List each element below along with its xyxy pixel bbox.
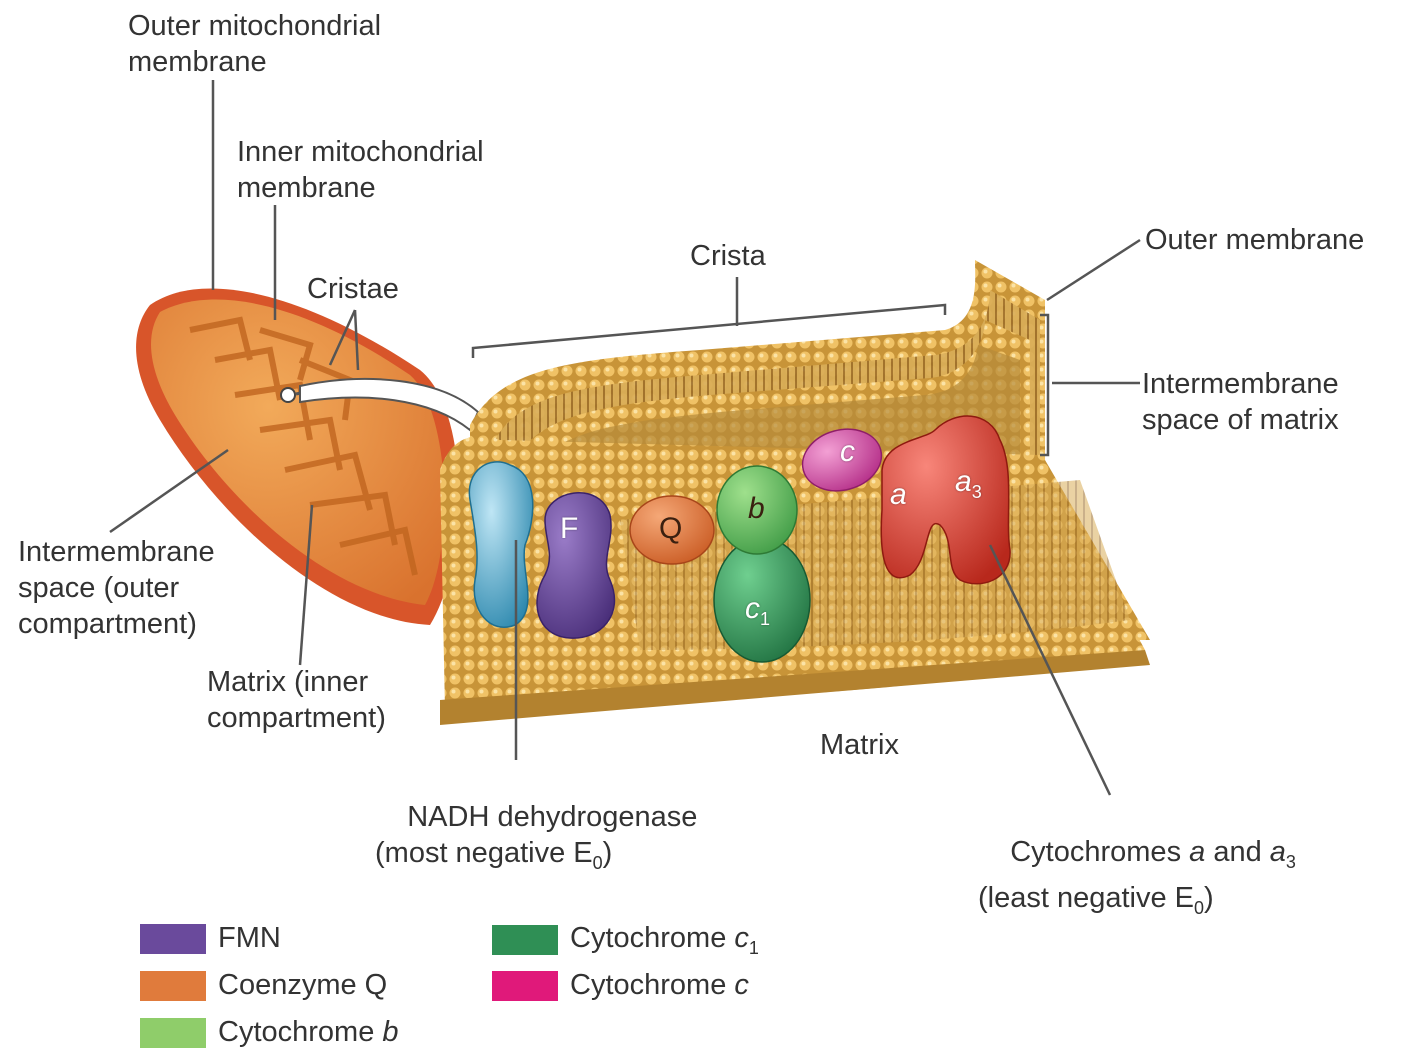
label-intermembrane-space-outer: Intermembrane space (outer compartment) [18,534,215,642]
label-cytochromes-a-a3: Cytochromes a and a3(least negative E0) [978,798,1296,962]
label-outer-mitochondrial-membrane: Outer mitochondrial membrane [128,8,381,80]
legend-item-cytochrome-c1: Cytochrome c1 [492,922,759,959]
legend-swatch [140,971,206,1001]
fmn-letter: F [560,512,578,546]
label-crista: Crista [690,238,766,274]
cytochrome-b-letter: b [748,492,765,526]
legend-swatch [492,925,558,955]
label-matrix-inner: Matrix (inner compartment) [207,664,386,736]
label-inner-mitochondrial-membrane: Inner mitochondrial membrane [237,134,484,206]
legend-item-coenzyme-q: Coenzyme Q [140,969,387,1002]
label-matrix: Matrix [820,727,899,763]
cytochrome-a3-letter: a3 [955,465,982,503]
cytochrome-c-letter: c [840,435,855,469]
label-intermembrane-space-matrix: Intermembrane space of matrix [1142,366,1339,438]
legend-item-cytochrome-c: Cytochrome c [492,969,749,1002]
cytochrome-a-letter: a [890,478,907,512]
label-cristae: Cristae [307,271,399,307]
label-outer-membrane: Outer membrane [1145,222,1364,258]
legend-swatch [140,924,206,954]
label-nadh-dehydrogenase: NADH dehydrogenase(most negative E0) [375,763,697,917]
legend-item-cytochrome-b: Cytochrome b [140,1016,399,1049]
coenzyme-q-letter: Q [659,512,682,546]
cytochrome-c1-letter: c1 [745,592,770,630]
nadh-dehydrogenase [469,462,532,627]
legend-item-fmn: FMN [140,922,281,955]
legend-swatch [492,971,558,1001]
legend-swatch [140,1018,206,1048]
